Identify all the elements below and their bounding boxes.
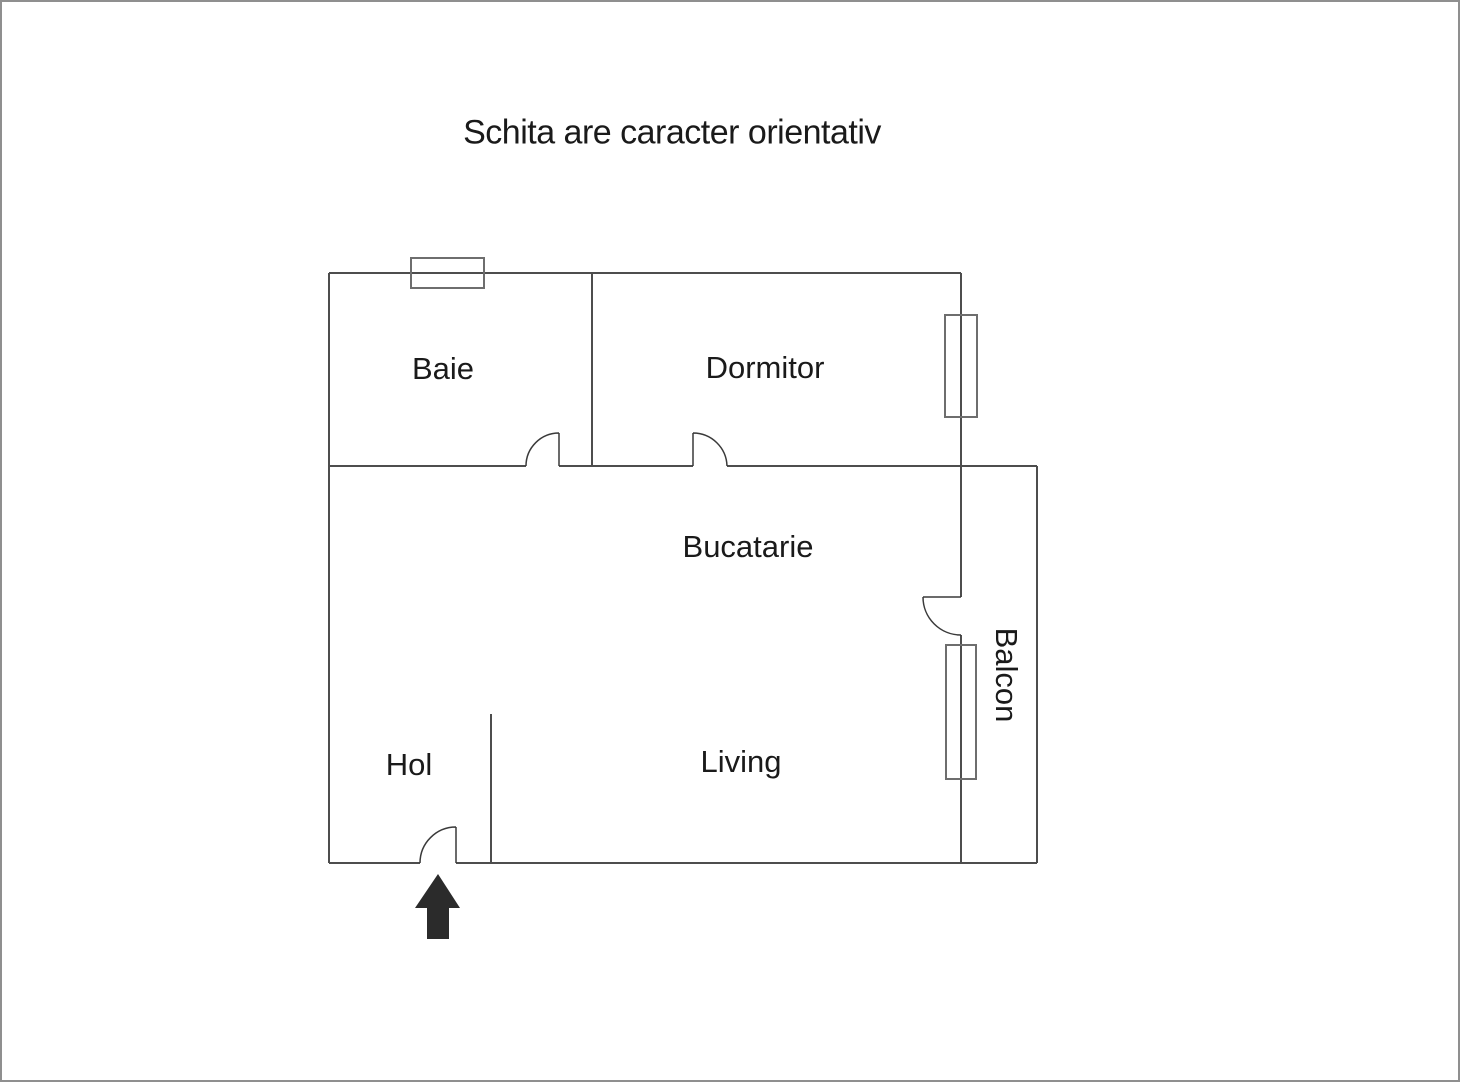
door-dormitor — [692, 432, 728, 467]
door-entrance — [419, 826, 457, 864]
room-label-living: Living — [700, 744, 782, 779]
room-label-hol: Hol — [385, 747, 433, 782]
window-baie — [410, 257, 485, 289]
plan-title: Schita are caracter orientativ — [463, 113, 881, 152]
windows — [410, 257, 978, 780]
window-living — [945, 644, 977, 780]
room-label-bucatarie: Bucatarie — [682, 529, 814, 564]
up-arrow-icon — [415, 874, 460, 939]
room-label-balcon: Balcon — [989, 627, 1024, 723]
doors — [419, 432, 962, 864]
door-balcon — [922, 596, 962, 636]
window-dormitor — [944, 314, 978, 418]
walls — [328, 272, 1038, 864]
room-label-baie: Baie — [411, 351, 475, 386]
room-label-dormitor: Dormitor — [705, 350, 825, 385]
door-baie — [525, 432, 560, 467]
